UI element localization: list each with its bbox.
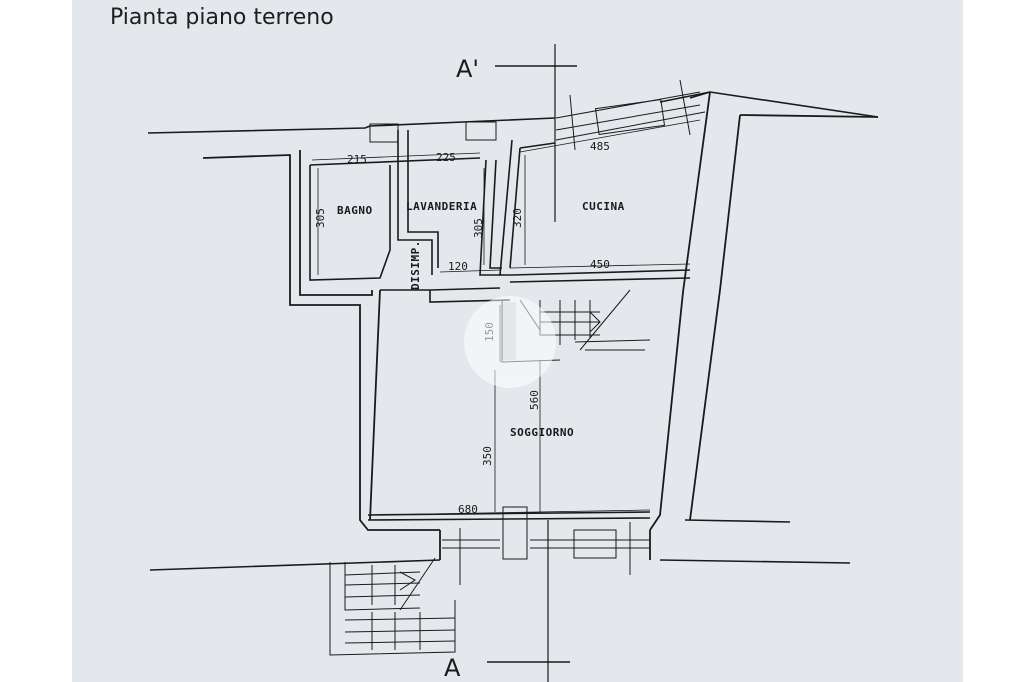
section-axis: [487, 44, 577, 682]
dim-label-450: 450: [590, 258, 610, 271]
dim-label-350: 350: [481, 446, 494, 466]
room-label-cucina: CUCINA: [582, 200, 625, 213]
bottom-openings: [442, 506, 650, 585]
section-mark-top: A': [456, 55, 479, 83]
room-label-disimpegno: DISIMP.: [409, 240, 422, 290]
staircase-exterior: [329, 557, 456, 656]
dimension-lines: [311, 119, 701, 516]
dim-label-680: 680: [458, 503, 478, 516]
watermark-logo: [464, 296, 556, 388]
interior-walls: [309, 130, 691, 521]
context-lines: [147, 91, 879, 571]
exterior-walls: [202, 91, 879, 560]
plan-title: Pianta piano terreno: [110, 5, 334, 30]
room-label-bagno: BAGNO: [337, 204, 373, 217]
dim-label-305-bagno: 305: [314, 208, 327, 228]
top-windows: [369, 79, 706, 151]
dim-label-225: 225: [436, 151, 456, 164]
room-label-lavanderia: LAVANDERIA: [406, 200, 477, 213]
dim-label-305-lavanderia: 305: [472, 218, 485, 238]
dim-label-215: 215: [347, 153, 367, 166]
dim-label-120: 120: [448, 260, 468, 273]
dim-label-560: 560: [528, 390, 541, 410]
section-mark-bottom: A: [444, 654, 461, 682]
room-label-soggiorno: SOGGIORNO: [510, 426, 574, 439]
dim-label-320: 320: [511, 208, 524, 228]
dim-label-485: 485: [590, 140, 610, 153]
